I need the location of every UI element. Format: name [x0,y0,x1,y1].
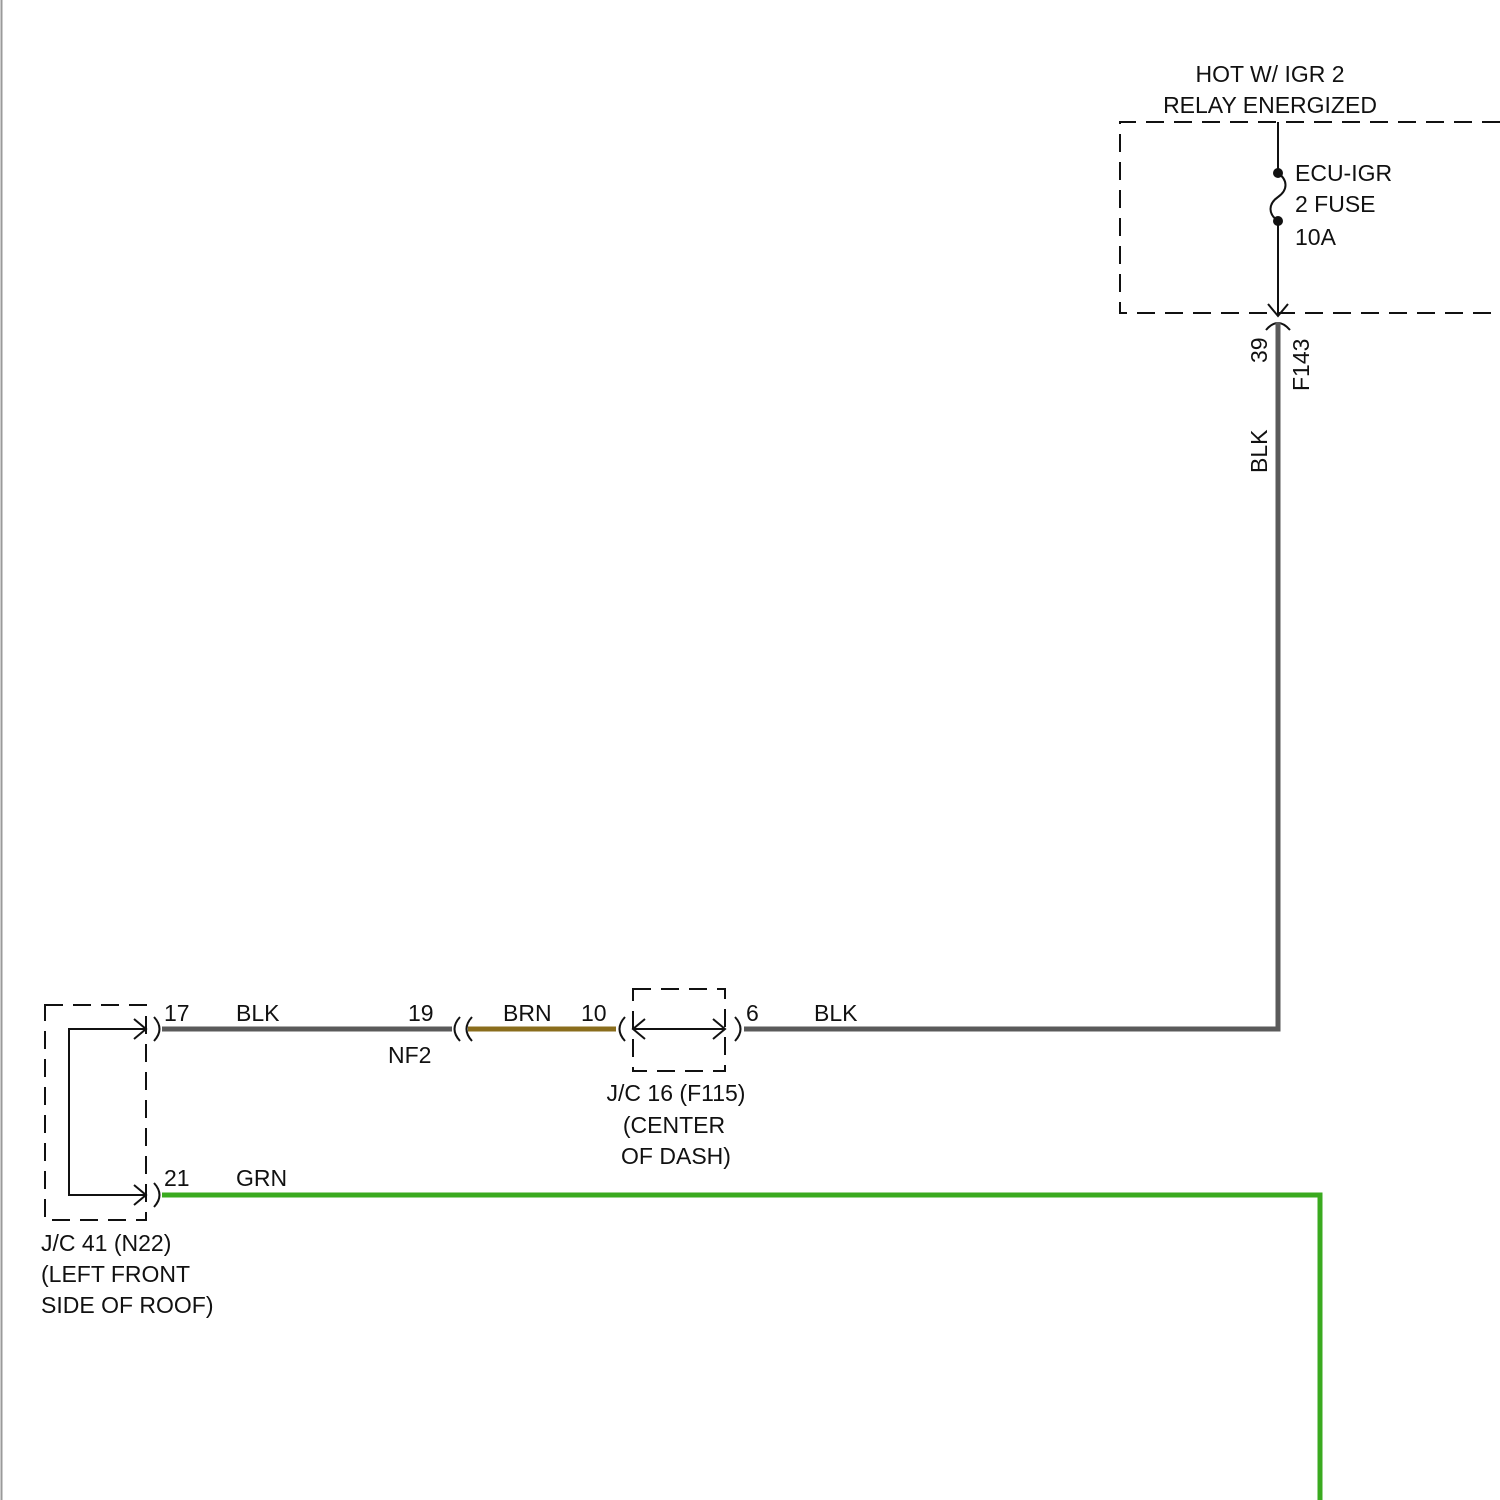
power-source-title-line1: HOT W/ IGR 2 [1195,61,1344,87]
connector-nf2-pin: 19 [408,1000,434,1026]
junction-jc41-label-line3: SIDE OF ROOF) [41,1292,214,1318]
junction-jc16-label-line1: J/C 16 (F115) [607,1080,746,1106]
connector-f143-name: F143 [1288,339,1314,391]
wire-label-grn: GRN [236,1165,287,1191]
power-source-title-line2: RELAY ENERGIZED [1163,92,1377,118]
junction-jc16-label-line3: OF DASH) [621,1143,731,1169]
wire-blk-main [744,322,1278,1029]
power-source-box [1120,122,1500,313]
junction-jc16-right-terminal-icon [735,1017,741,1041]
wire-label-brn: BRN [503,1000,552,1026]
junction-jc41-label-line2: (LEFT FRONT [41,1261,190,1287]
junction-jc41-top-terminal-icon [154,1017,160,1041]
junction-jc16-pin-left: 10 [581,1000,607,1026]
fuse-name-line2: 2 FUSE [1295,191,1376,217]
fuse-rating: 10A [1295,224,1337,250]
junction-jc41-bus [69,1029,146,1195]
wire-label-blk-left: BLK [236,1000,280,1026]
junction-jc16-label-line2: (CENTER [623,1112,725,1138]
junction-jc41-pin-bottom: 21 [164,1165,190,1191]
junction-jc41-pin-top: 17 [164,1000,190,1026]
fuse-name-line1: ECU-IGR [1295,160,1392,186]
junction-jc41-box [45,1005,146,1220]
connector-nf2-outer-icon [455,1017,461,1041]
junction-jc41-bottom-terminal-icon [154,1183,160,1207]
connector-f143-pin: 39 [1246,337,1272,363]
wire-label-blk-vertical: BLK [1246,429,1272,473]
wire-label-blk-right: BLK [814,1000,858,1026]
junction-jc16-left-terminal-icon [620,1017,626,1041]
junction-jc16-pin-right: 6 [746,1000,759,1026]
wire-grn [162,1195,1320,1500]
connector-nf2-name: NF2 [388,1042,431,1068]
junction-jc41-label-line1: J/C 41 (N22) [41,1230,171,1256]
fuse-icon [1271,173,1286,221]
